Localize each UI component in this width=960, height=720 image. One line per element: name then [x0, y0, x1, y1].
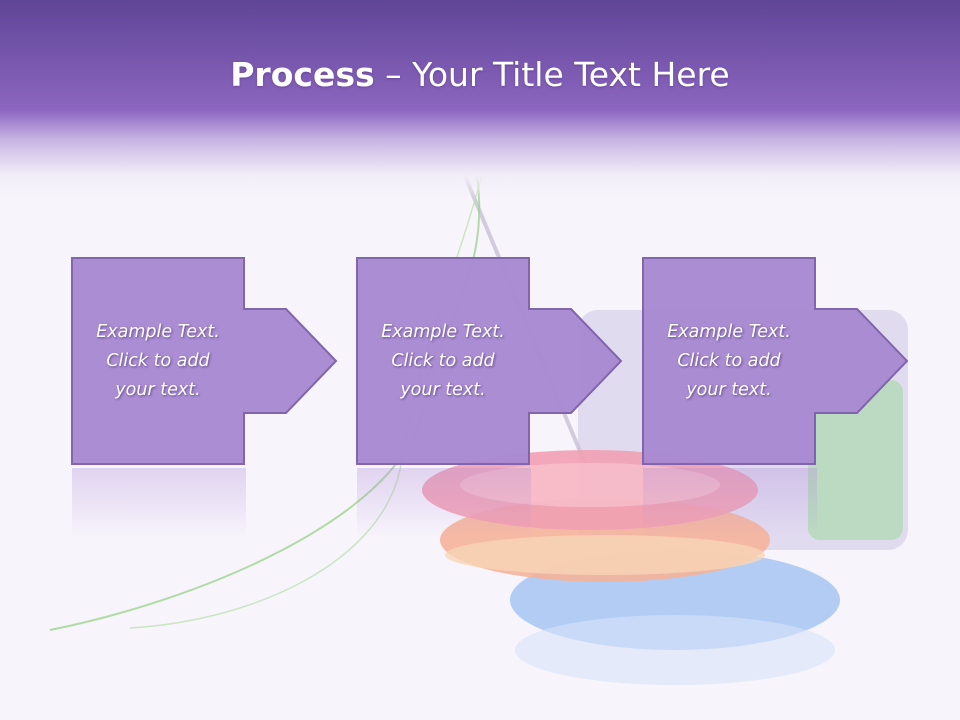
step-text-line: Example Text. [96, 321, 220, 342]
step-text-line: Click to add [391, 350, 495, 371]
title-rest: – Your Title Text Here [374, 55, 730, 94]
step-arrow-shape [642, 257, 909, 465]
step-text-line: Example Text. [381, 321, 505, 342]
step-arrow-shape [356, 257, 623, 465]
title-bold: Process [230, 55, 375, 94]
title-banner: Process – Your Title Text Here [0, 0, 960, 200]
step-text[interactable]: Example Text. Click to add your text. [643, 258, 815, 464]
step-text-line: your text. [115, 379, 201, 400]
step-text-line: Example Text. [667, 321, 791, 342]
step-reflection [643, 468, 817, 538]
step-reflection [72, 468, 246, 538]
step-text-line: your text. [400, 379, 486, 400]
step-text-line: Click to add [677, 350, 781, 371]
step-text[interactable]: Example Text. Click to add your text. [357, 258, 529, 464]
step-text-line: Click to add [106, 350, 210, 371]
step-text-line: your text. [686, 379, 772, 400]
step-reflection [357, 468, 531, 538]
slide-title[interactable]: Process – Your Title Text Here [0, 52, 960, 98]
step-text[interactable]: Example Text. Click to add your text. [72, 258, 244, 464]
